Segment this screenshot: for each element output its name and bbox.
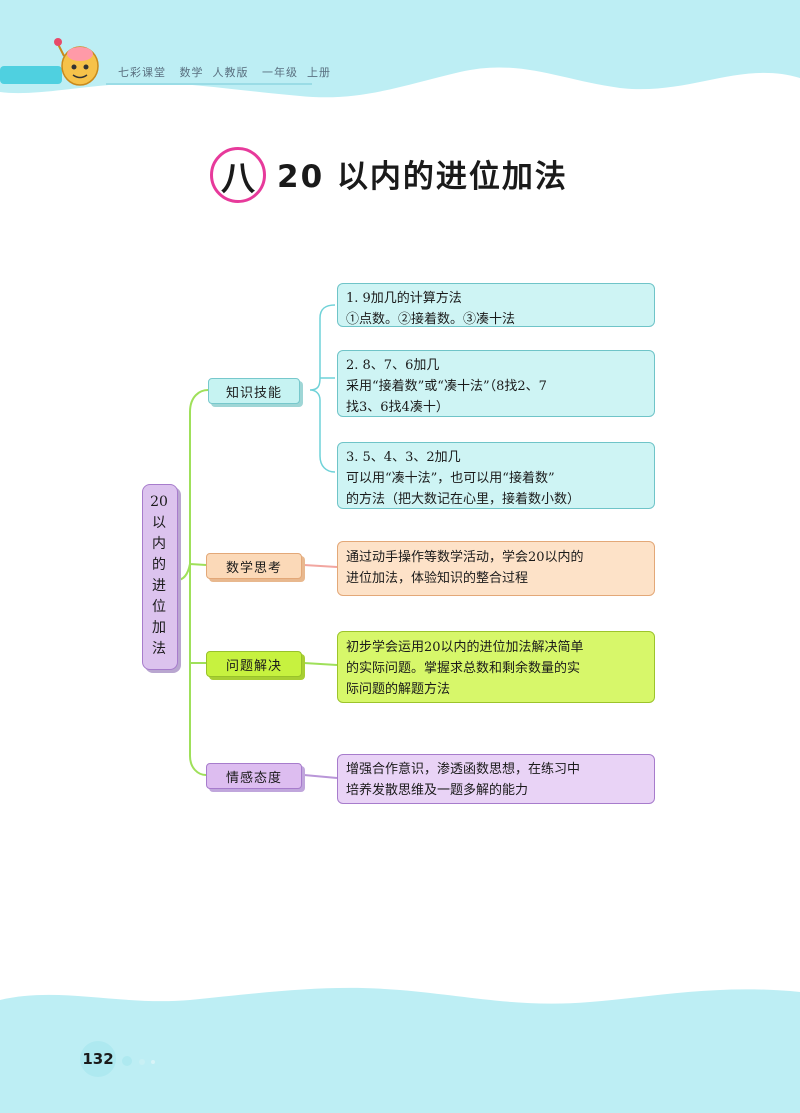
header-series: 七彩课堂 [118,66,166,79]
bottom-wave-band [0,987,800,1113]
mindmap-root-label: 20 以 内 的 进 位 加 法 [150,494,168,657]
page-dot-3 [151,1060,155,1064]
header-grade: 一年级 [262,66,298,79]
header-edition: 人教版 [212,66,249,79]
header-tab [0,66,62,84]
connector-branch2 [303,564,338,568]
leaf-emotion-attitude: 增强合作意识，渗透函数思想，在练习中 培养发散思维及一题多解的能力 [337,754,655,804]
connector-branch1-brace [309,304,336,473]
leaf-knowledge-3: 3. 5、4、3、2加几 可以用“凑十法”，也可以用“接着数” 的方法（把大数记… [337,442,655,509]
connector-branch3 [303,662,338,666]
branch-math-thinking: 数学思考 [206,553,302,579]
leaf-knowledge-1: 1. 9加几的计算方法 ①点数。②接着数。③凑十法 [337,283,655,327]
page-dot-2 [139,1059,145,1065]
page-title: 20 以内的进位加法 [277,159,568,195]
branch-emotion-attitude: 情感态度 [206,763,302,789]
mindmap-root-node [142,484,178,670]
leaf-knowledge-2: 2. 8、7、6加几 采用“接着数”或“凑十法”（8找2、7 找3、6找4凑十） [337,350,655,417]
chapter-number-badge: 八 [210,147,266,203]
connector-branch4 [303,774,338,779]
leaf-math-thinking: 通过动手操作等数学活动，学会20以内的 进位加法，体验知识的整合过程 [337,541,655,596]
top-wave-band [0,0,800,98]
leaf-problem-solving: 初步学会运用20以内的进位加法解决简单 的实际问题。掌握求总数和剩余数量的实 际… [337,631,655,703]
book-header: 七彩课堂 数学 人教版 一年级 上册 [118,64,331,80]
header-volume: 上册 [307,66,331,79]
branch-knowledge-skills: 知识技能 [208,378,300,404]
branch-problem-solving: 问题解决 [206,651,302,677]
connector-root-to-branches [176,389,209,776]
page-dot-1 [122,1056,132,1066]
page-number: 132 [80,1041,116,1077]
header-subject: 数学 [179,66,204,79]
mascot-icon [54,38,99,86]
